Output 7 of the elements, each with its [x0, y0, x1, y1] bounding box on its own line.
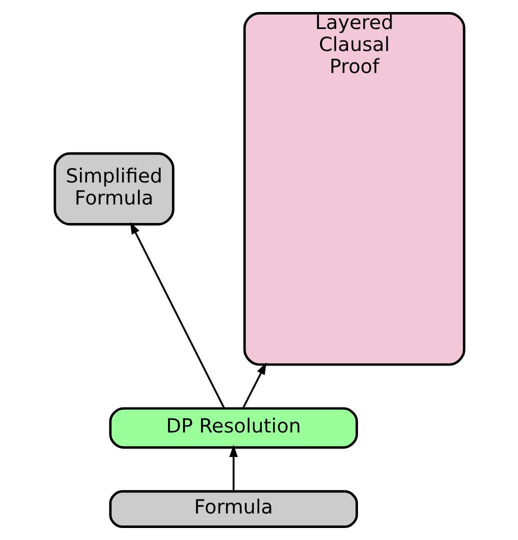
node-box: DP Resolution — [108, 407, 358, 449]
node-box: Layered Clausal Proof — [242, 12, 465, 366]
arrow — [242, 362, 266, 409]
node-box: Simplified Formula — [53, 152, 174, 226]
node-box: Formula — [108, 490, 358, 528]
arrow — [130, 222, 225, 409]
arrow — [228, 444, 238, 492]
